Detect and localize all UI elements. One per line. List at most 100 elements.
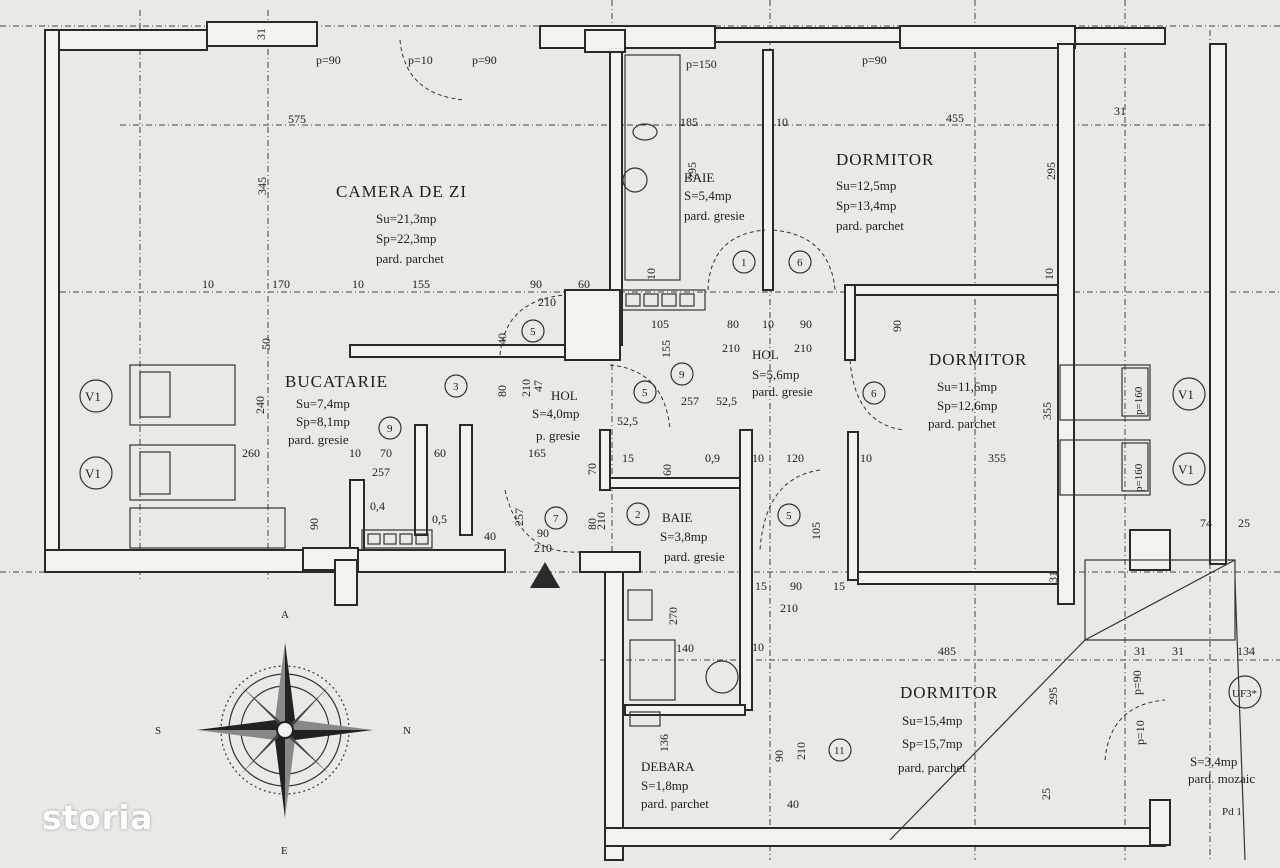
room-total-area: Sp=12,6mp — [937, 398, 997, 413]
dimension-label: 31 — [1114, 104, 1126, 118]
dimension-label: 74 — [1200, 516, 1212, 530]
window-marker-uf3 — [1228, 675, 1262, 709]
dimension-label: 10 — [860, 451, 872, 465]
door-number: 5 — [786, 510, 792, 522]
entrance-marker — [530, 562, 560, 588]
dimension-label: 10 — [776, 115, 788, 129]
dimension-label: 80 — [495, 385, 509, 397]
dimension-label: p=90 — [316, 53, 341, 67]
dimension-label: 0,5 — [432, 512, 447, 526]
compass-rose: A E N S — [155, 609, 411, 857]
room-name-kitchen: BUCATARIE — [285, 372, 388, 391]
room-floor: pard. gresie — [752, 384, 813, 399]
room-usable-area: Su=15,4mp — [902, 713, 962, 728]
room-floor: pard. mozaic — [1188, 771, 1255, 786]
dimension-label: 70 — [585, 463, 599, 475]
dimension-label: 0,4 — [370, 499, 385, 513]
dimension-label: 257 — [512, 508, 526, 526]
dimension-label: 80 — [727, 317, 739, 331]
window-marker-v1-b — [79, 456, 113, 490]
watermark-logo: storia — [42, 798, 153, 837]
room-area-balcony: S=3,4mp — [1190, 754, 1237, 769]
dimension-label: 40 — [787, 797, 799, 811]
dimension-label: 60 — [434, 446, 446, 460]
dimension-label: 10 — [1042, 268, 1056, 280]
door-number-circle — [521, 319, 545, 343]
dimension-label: 105 — [809, 522, 823, 540]
dimension-label: 455 — [946, 111, 964, 125]
door-number-circle — [544, 506, 568, 530]
room-area: S=3,8mp — [660, 529, 707, 544]
room-usable-area: Su=11,6mp — [937, 379, 997, 394]
room-usable-area: Su=12,5mp — [836, 178, 896, 193]
dimension-label: 260 — [242, 446, 260, 460]
room-labels: CAMERA DE ZI Su=21,3mp Sp=22,3mp pard. p… — [285, 150, 1255, 811]
room-floor: pard. parchet — [928, 416, 996, 431]
room-floor: pard. parchet — [898, 760, 966, 775]
door-number-circle — [862, 381, 886, 405]
dimension-label: 0,9 — [705, 451, 720, 465]
door-number: 7 — [553, 513, 559, 525]
room-floor: pard. gresie — [684, 208, 745, 223]
dimension-label: 15 — [833, 579, 845, 593]
dimension-label: 10 — [752, 640, 764, 654]
compass-north-label: N — [403, 725, 411, 737]
dimension-label: 240 — [253, 396, 267, 414]
dimension-label: p=90 — [472, 53, 497, 67]
door-number-circle — [626, 502, 650, 526]
dimension-label: 210 — [780, 601, 798, 615]
room-area: S=4,0mp — [532, 406, 579, 421]
door-number-circle — [670, 362, 694, 386]
dimension-label: 10 — [644, 268, 658, 280]
dimension-label: 134 — [1237, 644, 1255, 658]
window-label: V1 — [85, 389, 101, 404]
window-label: UF3* — [1232, 688, 1257, 700]
dimension-label: 136 — [657, 734, 671, 752]
dimension-label: 10 — [202, 277, 214, 291]
dimension-label: 90 — [537, 526, 549, 540]
dimension-label: 60 — [660, 464, 674, 476]
room-total-area: Sp=15,7mp — [902, 736, 962, 751]
door-number-circle — [444, 374, 468, 398]
dimension-label: 295 — [1044, 162, 1058, 180]
dimension-label: p=150 — [686, 57, 717, 71]
dimension-label: 90 — [530, 277, 542, 291]
fixtures — [129, 54, 1246, 861]
dimension-label: 90 — [890, 320, 904, 332]
room-name-bed2: DORMITOR — [929, 350, 1027, 369]
door-number: 11 — [834, 745, 845, 757]
dimension-label: 50 — [259, 338, 273, 350]
door-number-circle — [378, 416, 402, 440]
dimension-label: 60 — [578, 277, 590, 291]
dimension-label: 575 — [288, 112, 306, 126]
room-name-bed3: DORMITOR — [900, 683, 998, 702]
room-floor: pard. parchet — [376, 251, 444, 266]
dimension-label: 90 — [772, 750, 786, 762]
dimension-label: 170 — [272, 277, 290, 291]
dimension-label: 155 — [659, 340, 673, 358]
dimension-label: 140 — [676, 641, 694, 655]
dimension-label: 31 — [1134, 644, 1146, 658]
dimension-label: 485 — [938, 644, 956, 658]
dimension-label: 31 — [1172, 644, 1184, 658]
dimension-label: 15 — [622, 451, 634, 465]
door-number-circle — [777, 503, 801, 527]
dimension-label: 80 — [585, 518, 599, 530]
dimension-label: 105 — [651, 317, 669, 331]
compass-east-label: E — [281, 845, 288, 857]
dimension-label: 185 — [680, 115, 698, 129]
room-area: S=5,6mp — [752, 367, 799, 382]
room-name-storage: DEBARA — [641, 759, 695, 774]
door-swings — [399, 39, 1166, 761]
room-name-living: CAMERA DE ZI — [336, 182, 467, 201]
dimension-label: 295 — [1046, 687, 1060, 705]
window-markers: V1 V1 V1 V1 UF3* p=160 p=160 Pd 1 — [79, 377, 1262, 818]
door-number-circle — [732, 250, 756, 274]
room-total-area: Sp=8,1mp — [296, 414, 350, 429]
compass-west-label: A — [281, 609, 289, 621]
dimension-label: p=10 — [408, 53, 433, 67]
dimension-label: 295 — [685, 162, 699, 180]
door-number-circle — [633, 380, 657, 404]
dimension-label: p=90 — [1130, 670, 1144, 695]
